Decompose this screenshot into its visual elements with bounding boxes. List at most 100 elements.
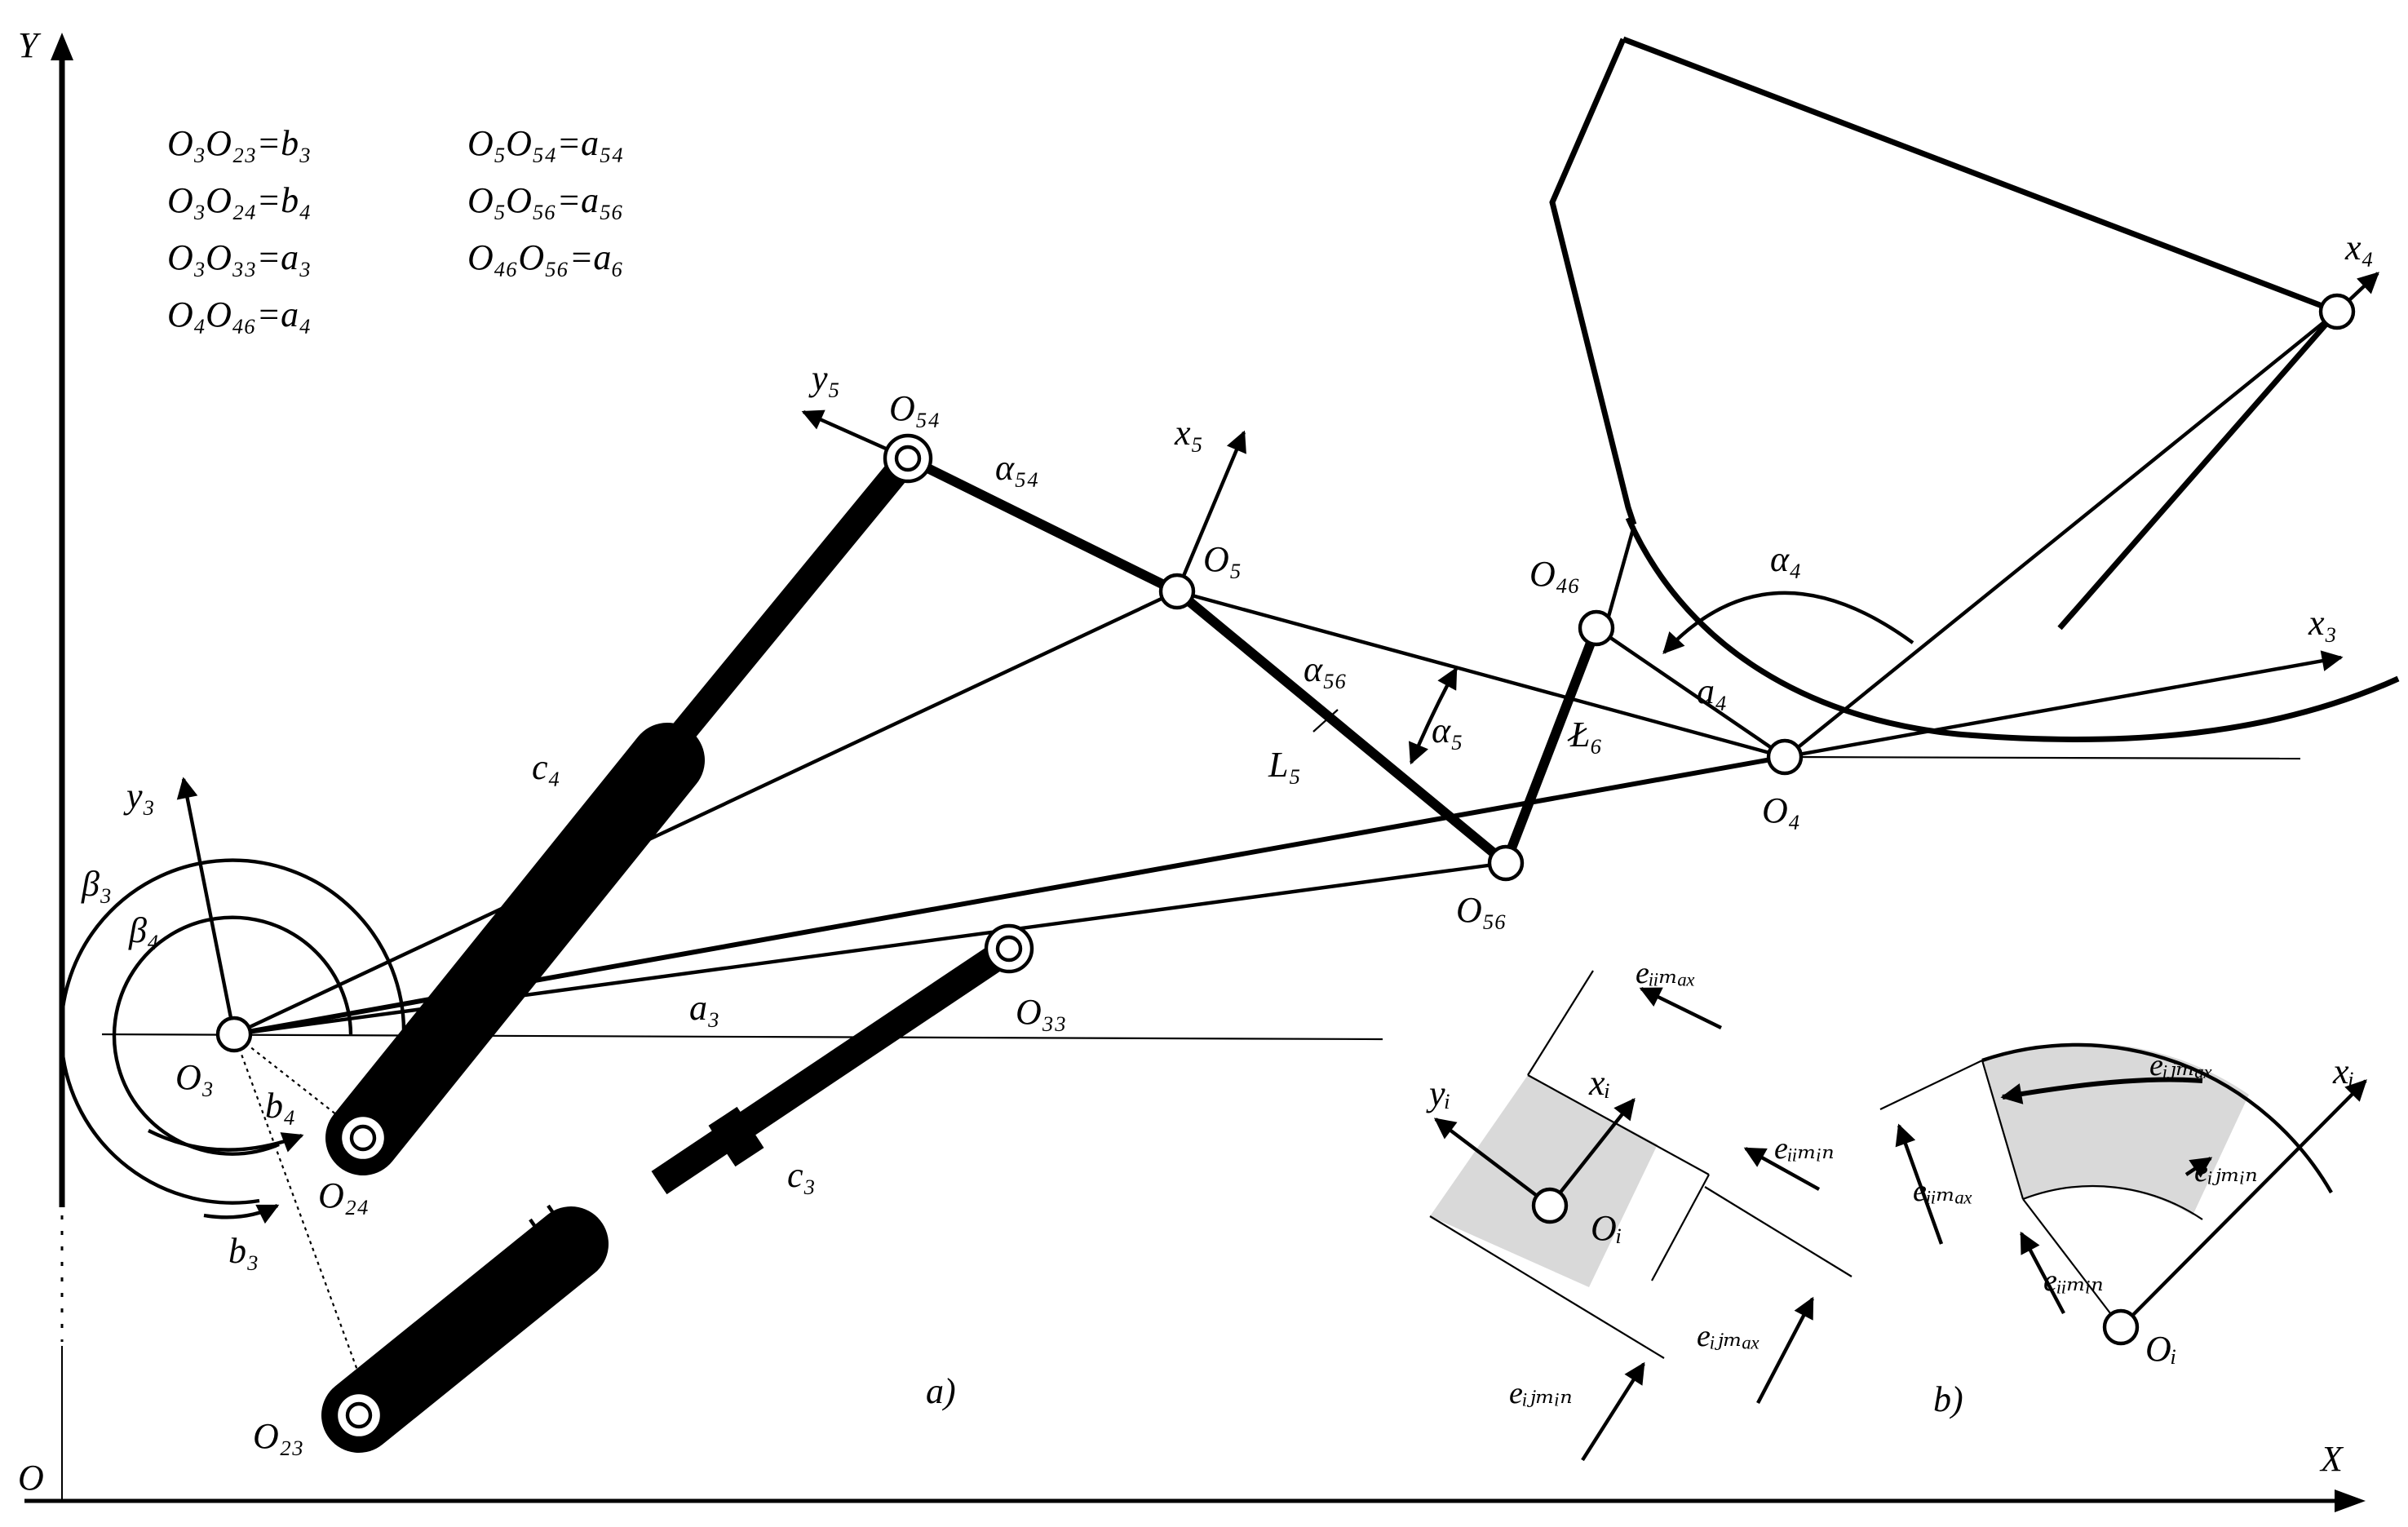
equation-b4: O₃O₂₄=b₄ <box>167 180 311 220</box>
label-o3: O₃ <box>175 1057 214 1097</box>
label-b4: b₄ <box>265 1086 295 1126</box>
joint-o23-inner <box>345 1401 373 1429</box>
label-y3: y₃ <box>123 776 155 816</box>
panel-a-xi-label: xᵢ <box>1588 1063 1611 1103</box>
panel-a-eiimax-arrow <box>1639 987 1722 1029</box>
bucket <box>1549 36 2400 750</box>
global-axes: Y X O <box>18 25 2366 1512</box>
panel-b-xi-label: xᵢ <box>2332 1051 2355 1091</box>
b3-arrow-arc <box>203 1204 280 1224</box>
label-alpha56: α₅₆ <box>1304 649 1348 689</box>
joint-bucket-x4 <box>2318 293 2356 330</box>
panel-a-xi-arrow <box>1548 1097 1636 1207</box>
joint-o46 <box>1578 609 1615 647</box>
label-a3: a₃ <box>689 988 719 1028</box>
joints <box>215 293 2356 1441</box>
panel-b-caption: b) <box>1933 1379 1963 1419</box>
panel-b-eijmin-arrow <box>2184 1157 2213 1178</box>
label-o5: O₅ <box>1203 539 1242 579</box>
x5-axis-arrow <box>1175 430 1246 592</box>
cylinder-c3 <box>321 936 1017 1453</box>
bucket-bottom-curve <box>1625 516 2400 743</box>
line-o3-o5 <box>233 590 1178 1036</box>
panel-b-eijmin-label: eᵢⱼₘᵢₙ <box>2194 1154 2258 1188</box>
equation-a56: O₅O₅₆=a₅₆ <box>467 180 624 220</box>
bucket-back-edge <box>1549 38 1637 526</box>
panel-a-eiimin-label: eᵢᵢₘᵢₙ <box>1774 1131 1835 1166</box>
panel-b-outer-tangent <box>1879 1060 1983 1110</box>
panel-a-eiimax-label: eᵢᵢₘₐₓ <box>1636 956 1696 990</box>
panel-b-oi-joint <box>2102 1308 2140 1346</box>
panel-b: Oᵢ xᵢ eᵢⱼₘₐₓ eᵢⱼₘᵢₙ eᵢᵢₘₐₓ eᵢᵢₘᵢₙ b) <box>1879 1042 2367 1419</box>
panel-b-shaded-sector <box>1982 1042 2249 1215</box>
x3-axis-arrow <box>1784 650 2344 759</box>
alpha4-arc <box>1662 591 1914 654</box>
x-axis-arrowhead <box>2335 1489 2366 1512</box>
panel-a-eijmax-label: eᵢⱼₘₐₓ <box>1697 1319 1760 1353</box>
bucket-tooth <box>2057 309 2339 631</box>
c3-collar-line-1 <box>529 1218 577 1286</box>
panel-a-eijmin-arrow <box>1581 1361 1645 1462</box>
panel-a-yi-label: yᵢ <box>1426 1073 1451 1113</box>
y3-axis-arrow <box>176 777 237 1035</box>
panel-a-boundary-right <box>1651 1174 1710 1281</box>
c3-barrel-line-lower <box>373 1259 580 1428</box>
bucket-o46-stem <box>1603 525 1636 629</box>
line-o46-o4 <box>1595 626 1786 759</box>
joint-o5 <box>1158 573 1196 610</box>
line-o5-o4 <box>1176 589 1786 759</box>
label-l5: L₅ <box>1268 745 1301 785</box>
panel-b-eiimax-arrow <box>1895 1123 1944 1245</box>
panel-a-shaded-region <box>1430 1075 1658 1287</box>
equation-a3: O₃O₃₃=a₃ <box>167 237 311 277</box>
c3-barrel-fill <box>325 1210 605 1450</box>
panel-a-eijmin-label: eᵢⱼₘᵢₙ <box>1509 1376 1573 1410</box>
panel-b-eiimax-label: eᵢᵢₘₐₓ <box>1913 1174 1973 1208</box>
panel-b-eijmax-label: eᵢⱼₘₐₓ <box>2149 1048 2213 1082</box>
panel-b-eiimin-arrow <box>2020 1231 2065 1315</box>
panel-a-caption: a) <box>926 1371 956 1411</box>
label-alpha54: α₅₄ <box>995 448 1039 488</box>
equations: O₃O₂₃=b₃ O₃O₂₄=b₄ O₃O₃₃=a₃ O₄O₄₆=a₄ O₅O₅… <box>167 123 624 334</box>
label-b3: b₃ <box>228 1231 259 1271</box>
o3-angle-arcs <box>59 858 406 1224</box>
panel-a-oi-joint <box>1531 1187 1569 1224</box>
equation-a4: O₄O₄₆=a₄ <box>167 294 311 334</box>
panel-a-boundary-top <box>1527 1074 1710 1175</box>
equation-a54: O₅O₅₄=a₅₄ <box>467 123 624 163</box>
panel-b-lower-radius <box>2022 1198 2122 1328</box>
panel-a: Oᵢ xᵢ yᵢ eᵢᵢₘₐₓ eᵢᵢₘᵢₙ eᵢⱼₘₐₓ eᵢⱼₘᵢₙ a) <box>926 956 1852 1462</box>
joint-o33-inner <box>995 935 1023 963</box>
label-x3: x₃ <box>2308 603 2337 643</box>
label-o56: O₅₆ <box>1456 890 1507 930</box>
label-beta3: β₃ <box>81 864 112 904</box>
cylinder-c4 <box>325 445 921 1175</box>
label-alpha4: α₄ <box>1770 539 1801 579</box>
equation-b3: O₃O₂₃=b₃ <box>167 123 311 163</box>
panel-b-eijmax-arrow <box>2000 1077 2203 1104</box>
y-axis-arrowhead <box>51 33 73 60</box>
c3-rod-centerline <box>658 948 1010 1184</box>
o4-horizontal-reference <box>1786 755 2301 760</box>
joint-o54-inner <box>894 445 922 472</box>
panel-b-xi-arrow <box>2119 1079 2367 1329</box>
panel-a-boundary-bottom <box>1429 1215 1665 1359</box>
bucket-top-edge <box>1622 36 2339 315</box>
c4-barrel-fill <box>329 726 702 1172</box>
panel-b-oi-label: Oᵢ <box>2145 1329 2177 1369</box>
o3-horizontal-reference <box>101 1033 1383 1041</box>
panel-b-inner-arc <box>2022 1184 2203 1220</box>
label-l6: L₆ <box>1569 715 1603 755</box>
label-x4: x₄ <box>2344 228 2374 268</box>
alpha5-arc <box>1409 666 1458 765</box>
panel-a-oi-label: Oᵢ <box>1591 1208 1622 1248</box>
y-axis-label: Y <box>18 25 42 65</box>
bucket-front-lip <box>1795 310 2339 750</box>
line-o3-o23-dotted <box>232 1033 361 1375</box>
l6-leader <box>1567 728 1587 741</box>
label-o23: O₂₃ <box>253 1416 303 1456</box>
label-alpha5: α₅ <box>1432 710 1463 750</box>
link-o54-o5 <box>905 454 1180 596</box>
panel-b-left-radius <box>1981 1060 2025 1200</box>
links <box>905 454 1601 867</box>
